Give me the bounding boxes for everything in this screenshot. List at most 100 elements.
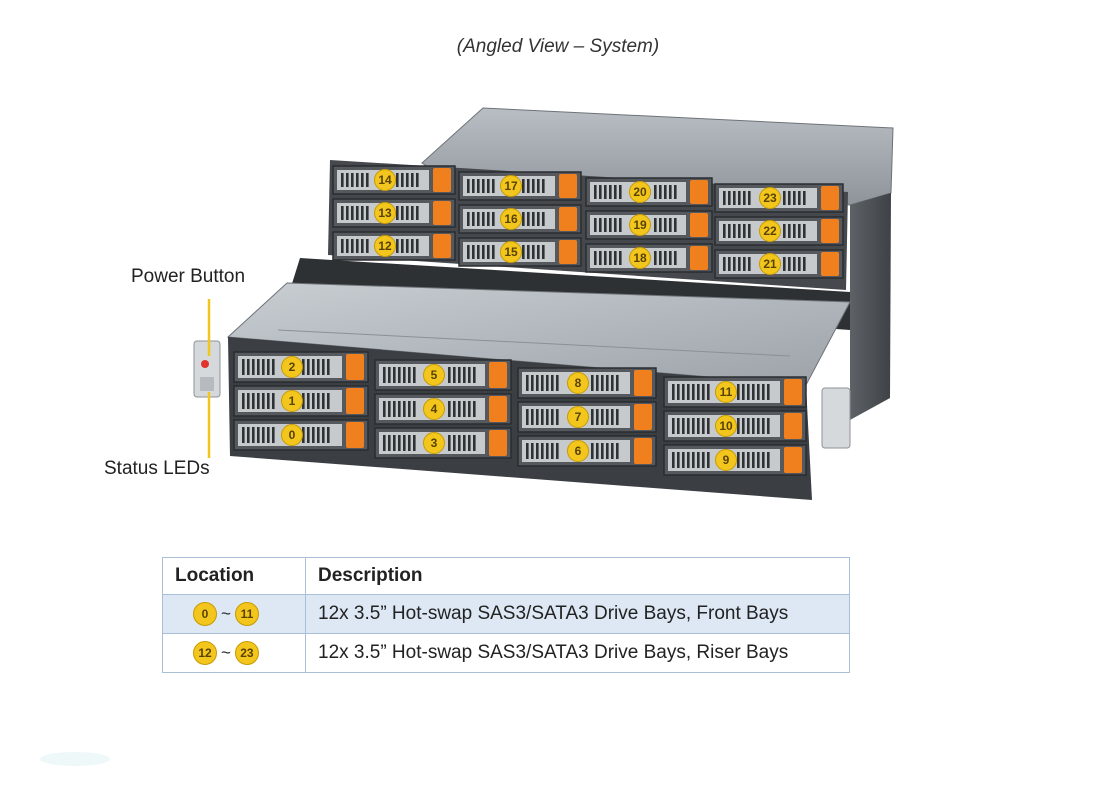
riser-drive-bay[interactable]: 23 <box>714 183 844 213</box>
vent-slot <box>393 367 396 383</box>
status-leds <box>200 377 214 391</box>
vent-slot <box>767 384 770 400</box>
vent-slot <box>687 418 690 434</box>
drive-release-handle[interactable] <box>634 438 652 464</box>
front-drive-bay[interactable]: 3 <box>374 427 512 459</box>
vent-slot <box>267 393 270 409</box>
vent-slot <box>737 452 740 468</box>
vent-slot <box>341 206 344 220</box>
vent-slot <box>723 257 726 271</box>
front-drive-bay[interactable]: 4 <box>374 393 512 425</box>
drive-release-handle[interactable] <box>690 213 708 237</box>
bay-number-label: 7 <box>575 410 582 424</box>
drive-release-handle[interactable] <box>690 246 708 270</box>
right-ear <box>821 387 851 449</box>
bay-number-badge: 11 <box>234 602 259 626</box>
vent-slot <box>346 173 349 187</box>
riser-drive-bay[interactable]: 18 <box>585 243 713 273</box>
vent-slot <box>748 257 751 271</box>
bay-number-label: 10 <box>719 419 733 433</box>
vent-slot <box>664 185 667 199</box>
drive-release-handle[interactable] <box>433 234 451 258</box>
front-drive-bay[interactable]: 10 <box>663 410 807 442</box>
front-drive-bay[interactable]: 0 <box>233 419 369 451</box>
riser-drive-bay[interactable]: 20 <box>585 177 713 207</box>
vent-slot <box>356 173 359 187</box>
bay-number-label: 12 <box>378 239 392 253</box>
vent-slot <box>659 218 662 232</box>
description-cell: 12x 3.5” Hot-swap SAS3/SATA3 Drive Bays,… <box>305 594 850 634</box>
power-button-led <box>201 360 209 368</box>
vent-slot <box>383 435 386 451</box>
riser-drive-bay[interactable]: 22 <box>714 216 844 246</box>
vent-slot <box>798 224 801 238</box>
drive-release-handle[interactable] <box>346 388 364 414</box>
vent-slot <box>546 443 549 459</box>
bay-number-label: 6 <box>575 444 582 458</box>
front-drive-bay[interactable]: 2 <box>233 351 369 383</box>
vent-slot <box>527 212 530 226</box>
vent-slot <box>692 452 695 468</box>
front-drive-bay[interactable]: 9 <box>663 444 807 476</box>
drive-release-handle[interactable] <box>433 168 451 192</box>
riser-drive-bay[interactable]: 14 <box>332 165 456 195</box>
vent-slot <box>487 212 490 226</box>
vent-slot <box>247 359 250 375</box>
drive-release-handle[interactable] <box>489 396 507 422</box>
bay-number-badge <box>374 235 396 257</box>
front-drive-bay[interactable]: 6 <box>517 435 657 467</box>
drive-release-handle[interactable] <box>784 379 802 405</box>
bay-number-badge <box>759 220 781 242</box>
front-drive-bay[interactable]: 5 <box>374 359 512 391</box>
vent-slot <box>748 224 751 238</box>
vent-slot <box>669 185 672 199</box>
drive-release-handle[interactable] <box>690 180 708 204</box>
bay-number-badge <box>281 390 303 412</box>
drive-release-handle[interactable] <box>346 354 364 380</box>
vent-slot <box>594 218 597 232</box>
drive-release-handle[interactable] <box>784 413 802 439</box>
front-drive-bay[interactable]: 8 <box>517 367 657 399</box>
drive-release-handle[interactable] <box>634 370 652 396</box>
drive-release-handle[interactable] <box>489 430 507 456</box>
vent-slot <box>322 393 325 409</box>
drive-release-handle[interactable] <box>634 404 652 430</box>
vent-slot <box>659 185 662 199</box>
vent-slot <box>723 224 726 238</box>
decorative-smudge <box>40 752 110 766</box>
vent-slot <box>674 218 677 232</box>
vent-slot <box>752 418 755 434</box>
vent-slot <box>413 435 416 451</box>
riser-drive-bay[interactable]: 13 <box>332 198 456 228</box>
drive-release-handle[interactable] <box>559 240 577 264</box>
drive-release-handle[interactable] <box>784 447 802 473</box>
front-drive-bay[interactable]: 11 <box>663 376 807 408</box>
riser-drive-bay[interactable]: 16 <box>458 204 582 234</box>
drive-release-handle[interactable] <box>433 201 451 225</box>
riser-drive-bay[interactable]: 19 <box>585 210 713 240</box>
vent-slot <box>664 251 667 265</box>
vent-slot <box>388 435 391 451</box>
vent-slot <box>747 452 750 468</box>
status-leds-label: Status LEDs <box>104 458 210 479</box>
bay-number-badge <box>281 356 303 378</box>
riser-drive-bay[interactable]: 12 <box>332 231 456 261</box>
vent-slot <box>702 418 705 434</box>
riser-drive-bay[interactable]: 21 <box>714 249 844 279</box>
vent-slot <box>738 191 741 205</box>
drive-release-handle[interactable] <box>559 174 577 198</box>
drive-release-handle[interactable] <box>821 186 839 210</box>
vent-slot <box>467 179 470 193</box>
drive-release-handle[interactable] <box>559 207 577 231</box>
riser-drive-bay[interactable]: 17 <box>458 171 582 201</box>
front-drive-bay[interactable]: 7 <box>517 401 657 433</box>
front-drive-bay[interactable]: 1 <box>233 385 369 417</box>
drive-release-handle[interactable] <box>821 219 839 243</box>
drive-release-handle[interactable] <box>489 362 507 388</box>
riser-drive-bay[interactable]: 15 <box>458 237 582 267</box>
vent-slot <box>252 359 255 375</box>
vent-slot <box>341 239 344 253</box>
vent-slot <box>669 218 672 232</box>
drive-release-handle[interactable] <box>821 252 839 276</box>
drive-release-handle[interactable] <box>346 422 364 448</box>
